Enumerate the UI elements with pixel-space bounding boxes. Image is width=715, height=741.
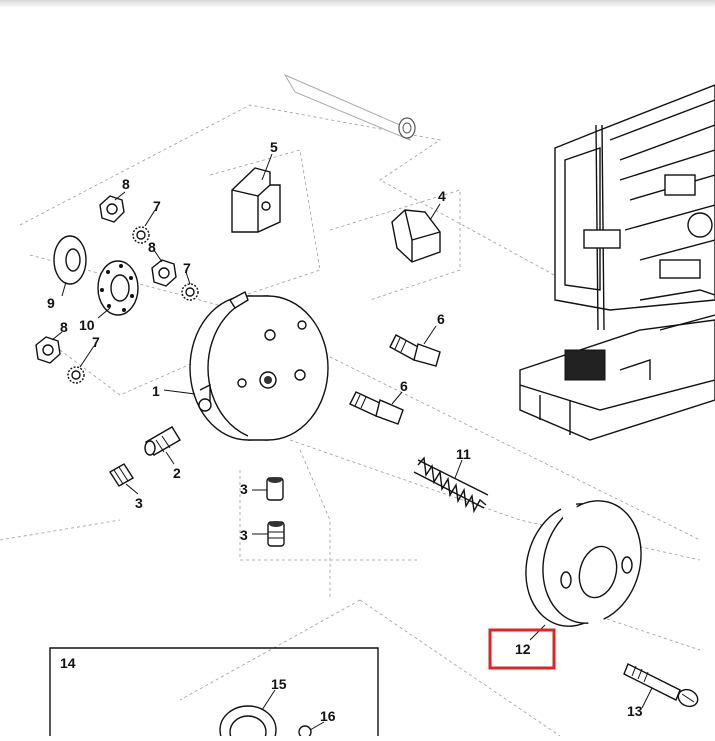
callout-3-left: 3 [135, 495, 143, 511]
part-7-lockwasher-middle [181, 283, 199, 301]
part-3-setscrew-left [109, 463, 134, 487]
callout-3-upper: 3 [240, 481, 248, 497]
callout-6-upper: 6 [437, 311, 445, 327]
part-11-spring [413, 456, 489, 514]
part-2-screw [144, 426, 181, 456]
callout-2: 2 [173, 465, 181, 481]
callout-3-lower: 3 [240, 527, 248, 543]
part-12-disc [525, 500, 642, 630]
callout-7-middle: 7 [183, 260, 191, 276]
callout-4: 4 [438, 188, 446, 204]
top-shadow [0, 0, 715, 8]
callout-8-bottom: 8 [60, 319, 68, 335]
shaft [283, 73, 416, 142]
part-8-nut-top [99, 195, 125, 223]
callout-15: 15 [271, 676, 287, 692]
part-13-screw [623, 663, 699, 708]
callout-7-top: 7 [153, 198, 161, 214]
part-8-nut-bottom [35, 336, 61, 364]
callout-11: 11 [456, 446, 471, 462]
part-3-setscrew-upper [266, 477, 284, 501]
part-6-pin-lower [349, 391, 404, 425]
part-5-block [231, 167, 281, 233]
leader-lines [51, 153, 653, 731]
callout-7-bottom: 7 [92, 334, 100, 350]
callout-16: 16 [320, 708, 336, 724]
part-7-lockwasher-bottom [67, 366, 85, 384]
callout-10: 10 [79, 317, 95, 333]
part-1-cam-housing [189, 291, 329, 441]
highlight-box-part-12 [488, 628, 556, 670]
part-6-pin-upper [389, 334, 441, 367]
machine-illustration [519, 84, 715, 441]
callout-8-top: 8 [122, 176, 130, 192]
callout-9: 9 [47, 295, 55, 311]
callout-5: 5 [270, 139, 278, 155]
callout-6-lower: 6 [400, 378, 408, 394]
part-3-setscrew-lower [267, 521, 285, 547]
part-8-nut-middle [151, 259, 177, 287]
callout-1: 1 [152, 383, 160, 399]
part-9-washer [53, 235, 87, 285]
part-7-lockwasher-top [132, 226, 150, 244]
part-10-bearing [97, 260, 139, 316]
callout-labels: 8 7 8 7 9 10 8 7 5 4 6 6 1 2 3 3 3 11 12… [47, 139, 643, 724]
inset-box-14 [49, 647, 379, 741]
callout-14: 14 [60, 655, 76, 671]
part-4-wedge [391, 209, 441, 263]
callout-13: 13 [627, 703, 643, 719]
callout-12: 12 [515, 641, 531, 657]
callout-8-middle: 8 [148, 239, 156, 255]
